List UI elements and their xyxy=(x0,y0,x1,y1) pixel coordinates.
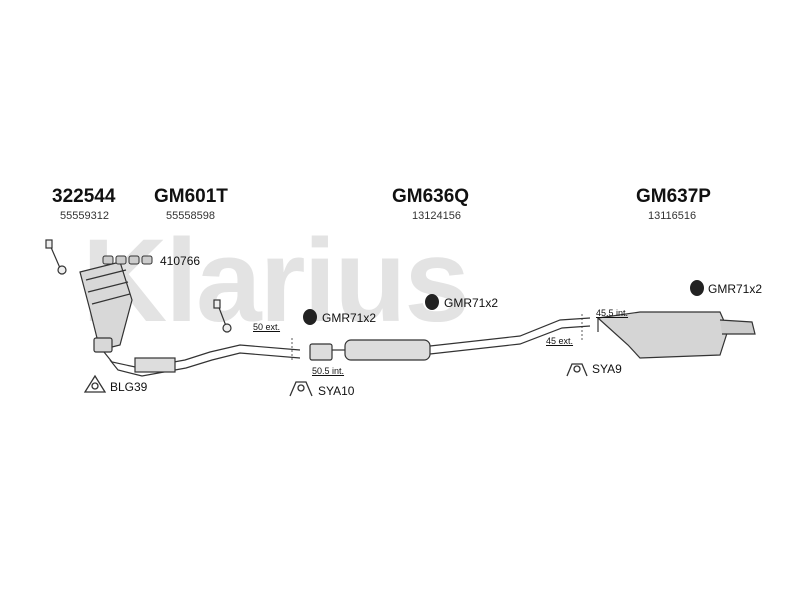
rubber-mount-icon xyxy=(303,280,704,325)
brand-watermark: Klarius xyxy=(82,215,470,347)
rubber-mount-label-2: GMR71x2 xyxy=(444,296,499,310)
dimension-label-2: 50.5 int. xyxy=(312,366,345,376)
gasket-blg-icon xyxy=(83,374,107,393)
gasket-set-icon xyxy=(102,255,153,265)
section-oem-2: 55558598 xyxy=(166,210,215,222)
dimension-label-3: 45.5 int. xyxy=(596,308,629,318)
section-code-3: GM636Q xyxy=(392,186,470,207)
dimension-label-4: 45 ext. xyxy=(546,336,574,346)
section-oem-1: 55559312 xyxy=(60,210,109,222)
center-silencer xyxy=(309,317,591,361)
clamp-sya9-label: SYA9 xyxy=(592,362,622,376)
catalytic-manifold xyxy=(79,261,133,353)
section-oem-3: 13124156 xyxy=(412,210,461,222)
gasket-set-label: 410766 xyxy=(160,254,201,268)
section-code-4: GM637P xyxy=(636,186,711,207)
section-code-1: 322544 xyxy=(52,186,116,207)
oxygen-sensor-2 xyxy=(213,299,232,333)
clamp-sya10-icon xyxy=(289,381,313,397)
clamp-sya10-label: SYA10 xyxy=(318,384,355,398)
rubber-mount-label-1: GMR71x2 xyxy=(322,311,377,325)
clamp-sya9-icon xyxy=(566,363,588,377)
front-pipe xyxy=(103,344,301,377)
section-oem-4: 13116516 xyxy=(648,210,697,222)
dimension-label-1: 50 ext. xyxy=(253,322,281,332)
oxygen-sensor-1 xyxy=(45,239,67,275)
rubber-mount-label-3: GMR71x2 xyxy=(708,282,763,296)
section-code-2: GM601T xyxy=(154,186,228,207)
rear-silencer xyxy=(596,311,756,359)
gasket-blg-label: BLG39 xyxy=(110,380,148,394)
dimension-lines xyxy=(291,314,583,360)
